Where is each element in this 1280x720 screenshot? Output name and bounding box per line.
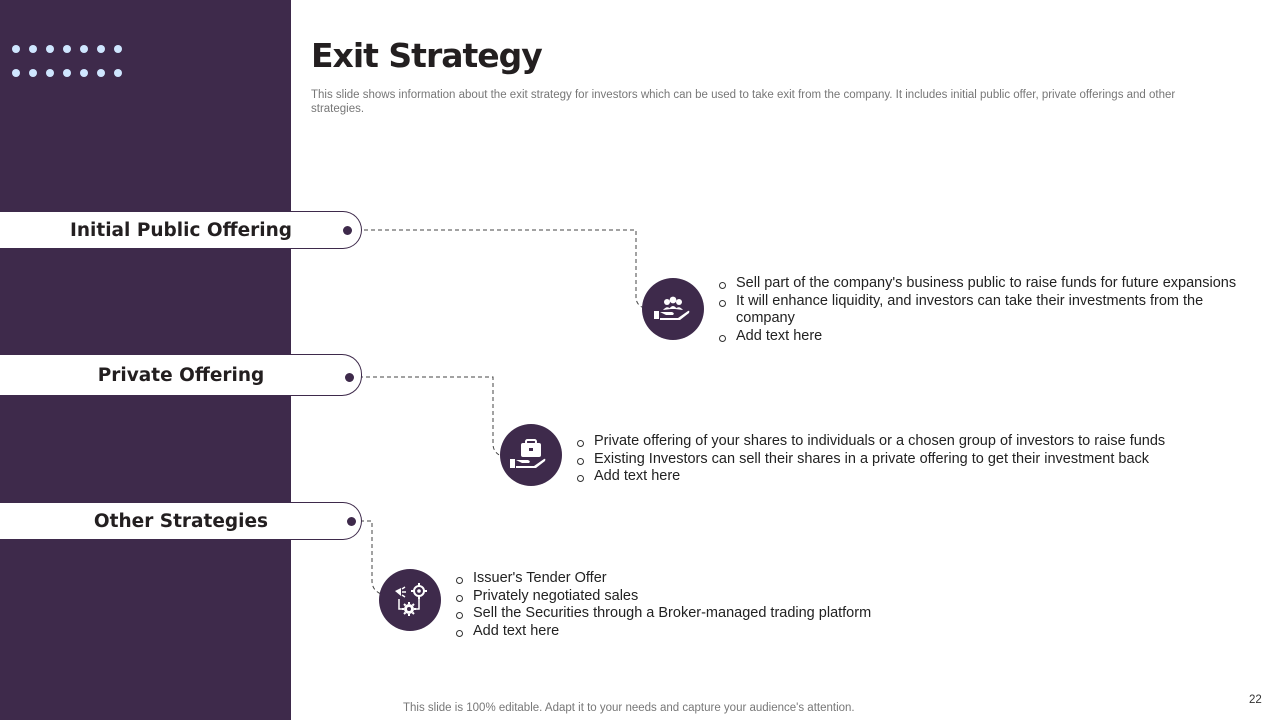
decor-dot bbox=[80, 45, 88, 53]
decor-dot bbox=[46, 45, 54, 53]
strategy-pill-ipo: Initial Public Offering bbox=[0, 211, 362, 249]
strategy-pill-private: Private Offering bbox=[0, 354, 362, 396]
list-item: Sell part of the company's business publ… bbox=[718, 275, 1258, 293]
decor-dot bbox=[29, 69, 37, 77]
strategy-gears-icon bbox=[379, 569, 441, 631]
decor-dot bbox=[114, 45, 122, 53]
decor-dot bbox=[12, 69, 20, 77]
list-item: Private offering of your shares to indiv… bbox=[576, 433, 1236, 451]
decor-dot bbox=[12, 45, 20, 53]
other-bullet-list: Issuer's Tender Offer Privately negotiat… bbox=[455, 570, 1015, 640]
hand-holding-briefcase-icon bbox=[500, 424, 562, 486]
decor-dot bbox=[97, 69, 105, 77]
list-item: Existing Investors can sell their shares… bbox=[576, 451, 1236, 469]
strategy-label: Private Offering bbox=[97, 365, 265, 386]
decor-dot bbox=[114, 69, 122, 77]
pill-connector-dot bbox=[343, 226, 352, 235]
decor-dot bbox=[63, 45, 71, 53]
decor-dot bbox=[97, 45, 105, 53]
strategy-pill-other: Other Strategies bbox=[0, 502, 362, 540]
pill-connector-dot bbox=[345, 373, 354, 382]
hand-holding-people-icon bbox=[642, 278, 704, 340]
strategy-label: Other Strategies bbox=[93, 511, 269, 532]
list-item: It will enhance liquidity, and investors… bbox=[718, 293, 1258, 328]
decor-dot bbox=[63, 69, 71, 77]
list-item: Sell the Securities through a Broker-man… bbox=[455, 605, 1015, 623]
slide-subtitle: This slide shows information about the e… bbox=[311, 89, 1176, 115]
decor-dot bbox=[80, 69, 88, 77]
pill-connector-dot bbox=[347, 517, 356, 526]
decor-dot bbox=[29, 45, 37, 53]
connector-private bbox=[359, 376, 502, 457]
connector-other bbox=[360, 520, 382, 595]
page-number: 22 bbox=[1249, 694, 1262, 706]
list-item: Add text here bbox=[718, 328, 1258, 346]
ipo-bullet-list: Sell part of the company's business publ… bbox=[718, 275, 1258, 345]
private-bullet-list: Private offering of your shares to indiv… bbox=[576, 433, 1236, 486]
list-item: Issuer's Tender Offer bbox=[455, 570, 1015, 588]
list-item: Add text here bbox=[455, 623, 1015, 641]
strategy-label: Initial Public Offering bbox=[69, 220, 293, 241]
connector-ipo bbox=[357, 229, 645, 309]
decor-dot bbox=[46, 69, 54, 77]
slide-title: Exit Strategy bbox=[311, 36, 543, 75]
list-item: Add text here bbox=[576, 468, 1236, 486]
footer-note: This slide is 100% editable. Adapt it to… bbox=[403, 702, 855, 714]
list-item: Privately negotiated sales bbox=[455, 588, 1015, 606]
